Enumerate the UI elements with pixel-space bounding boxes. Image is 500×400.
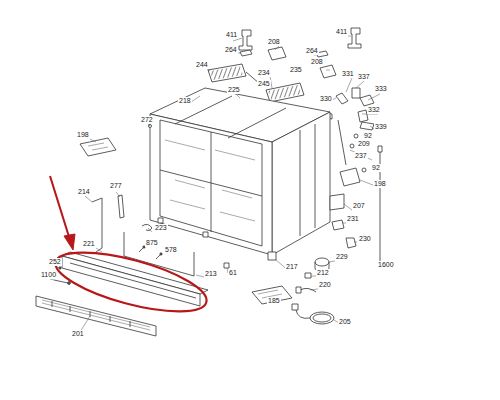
callout-number: 875 [145, 239, 159, 247]
callout-number: 245 [257, 80, 271, 88]
callout-number: 225 [227, 86, 241, 94]
callout-number: 234 [257, 69, 271, 77]
callout-number: 231 [346, 215, 360, 223]
callout-number: 277 [109, 182, 123, 190]
callout-number: 252 [48, 258, 62, 266]
callout-number: 1600 [377, 261, 395, 269]
callout-number: 1100 [40, 271, 57, 279]
callout-number: 264 [224, 46, 238, 54]
callout-number: 213 [204, 270, 218, 278]
callout-number: 198 [76, 131, 90, 139]
callout-number: 208 [310, 58, 324, 66]
callout-number: 230 [358, 235, 372, 243]
callout-number: 411 [225, 31, 238, 39]
callout-number: 92 [363, 132, 373, 140]
callout-number: 221 [82, 240, 96, 248]
callout-number: 237 [354, 152, 368, 160]
callout-number: 212 [316, 269, 330, 277]
callout-number: 229 [335, 253, 349, 261]
callout-number: 185 [267, 297, 281, 305]
callout-number: 264 [305, 47, 319, 55]
callout-number: 235 [289, 66, 303, 74]
callout-number: 92 [371, 164, 381, 172]
callout-number: 214 [77, 188, 91, 196]
callout-number: 198 [373, 180, 387, 188]
callout-number: 337 [357, 73, 371, 81]
callout-number: 339 [374, 123, 388, 131]
callout-number: 218 [178, 97, 192, 105]
callout-number: 209 [357, 140, 371, 148]
callout-number: 244 [195, 61, 209, 69]
callout-number: 223 [154, 224, 168, 232]
callout-number: 330 [319, 95, 333, 103]
callout-number: 201 [71, 330, 85, 338]
callout-number: 208 [267, 38, 281, 46]
callout-number: 411 [335, 28, 348, 36]
callout-number: 220 [318, 281, 332, 289]
callout-number: 272 [140, 116, 154, 124]
callout-number: 332 [367, 106, 381, 114]
callout-number: 207 [352, 202, 366, 210]
callout-number: 205 [338, 318, 352, 326]
callout-number: 578 [164, 246, 178, 254]
callout-number: 331 [341, 70, 355, 78]
callout-number: 61 [228, 269, 238, 277]
callout-number: 333 [374, 85, 388, 93]
callout-number: 217 [285, 263, 299, 271]
